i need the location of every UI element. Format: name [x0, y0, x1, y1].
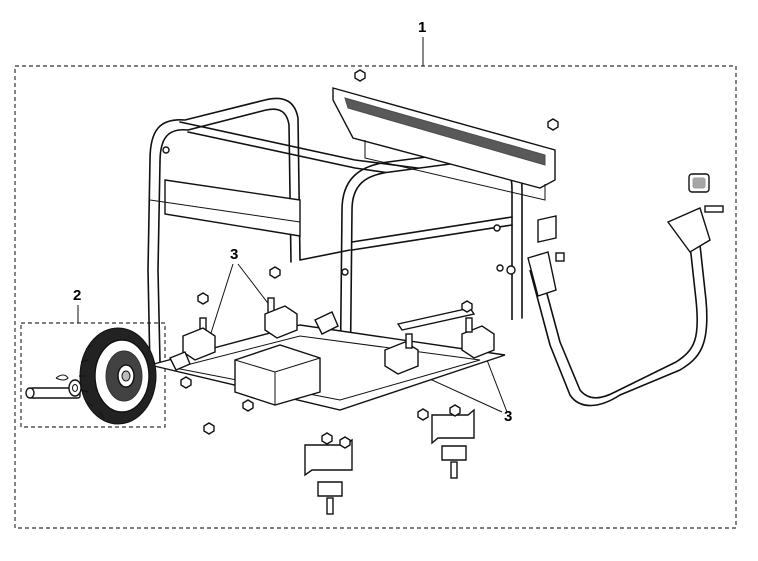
top-grille-icon — [332, 69, 559, 201]
wheel-kit-boundary-box — [20, 322, 166, 428]
callout-3-upper-label: 3 — [230, 246, 238, 263]
callout-1-label: 1 — [418, 19, 426, 36]
bolt-icon — [242, 399, 254, 412]
foot-bracket-icon — [203, 404, 475, 515]
callout-2-label: 2 — [73, 287, 81, 304]
handle-icon — [506, 173, 724, 407]
vibration-mount-icon — [169, 266, 495, 375]
assembly-boundary-box — [14, 65, 737, 529]
callout-3-lower-label: 3 — [504, 408, 512, 425]
bolt-icon — [180, 376, 192, 389]
wheel-icon — [25, 327, 157, 425]
callout-3-upper-leader-a — [210, 263, 234, 334]
